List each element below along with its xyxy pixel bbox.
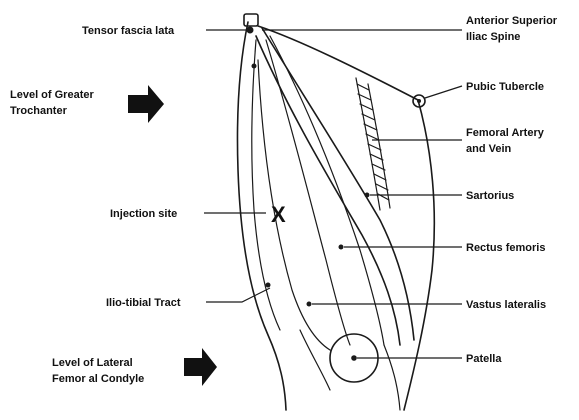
vastus-lateralis-edge: [258, 60, 330, 350]
label-greater-trochanter-line2: Trochanter: [10, 105, 68, 117]
sartorius-muscle: [256, 28, 414, 345]
patella-dot: [351, 355, 357, 361]
label-femoral-vessels-line1: Femoral Artery: [466, 127, 545, 139]
label-asis-line2: Iliac Spine: [466, 31, 520, 43]
label-lateral-condyle-line2: Femor al Condyle: [52, 373, 144, 385]
label-sartorius: Sartorius: [466, 190, 514, 202]
label-vastus-lateralis: Vastus lateralis: [466, 299, 546, 311]
medial-thigh-edge: [404, 100, 434, 410]
lateral-condyle-arrow: [184, 348, 217, 386]
label-lateral-condyle-line1: Level of Lateral: [52, 357, 133, 369]
femoral-vessel-hatch: [357, 84, 389, 200]
label-greater-trochanter-line1: Level of Greater: [10, 89, 94, 101]
label-patella: Patella: [466, 353, 502, 365]
leader-ilio-tibial-tract: [206, 288, 270, 302]
leader-lines: [204, 30, 462, 358]
tensor-fascia-lata-dot: [252, 64, 257, 69]
thigh-outline: [237, 22, 434, 410]
label-femoral-vessels-line2: and Vein: [466, 143, 512, 155]
pubic-tubercle-dot: [417, 99, 421, 103]
inguinal-ligament: [258, 26, 418, 100]
label-injection-site: Injection site: [110, 208, 177, 220]
knee-contour-right: [384, 345, 400, 410]
sartorius-upper-edge: [262, 28, 414, 340]
leader-pubic-tubercle: [425, 86, 462, 98]
sartorius-dot: [365, 193, 370, 198]
rectus-femoris-muscle: [266, 36, 384, 345]
vastus-lateralis-dot: [307, 302, 312, 307]
greater-trochanter-arrow: [128, 85, 164, 123]
rectus-femoris-medial-edge: [270, 36, 384, 345]
injection-site-mark: X: [271, 202, 286, 227]
label-asis-line1: Anterior Superior: [466, 15, 558, 27]
label-pubic-tubercle: Pubic Tubercle: [466, 81, 544, 93]
asis-knob: [244, 14, 258, 26]
knee-contour-left: [300, 330, 330, 390]
iliotibial-tract-line: [252, 40, 280, 330]
label-rectus-femoris: Rectus femoris: [466, 242, 545, 254]
label-ilio-tibial-tract: Ilio-tibial Tract: [106, 297, 181, 309]
label-tensor-fascia-lata: Tensor fascia lata: [82, 25, 175, 37]
iliotibial-tract-dot: [266, 283, 271, 288]
femoral-vessels: [356, 78, 390, 210]
rectus-femoris-dot: [339, 245, 344, 250]
sartorius-lower-edge: [256, 36, 400, 345]
